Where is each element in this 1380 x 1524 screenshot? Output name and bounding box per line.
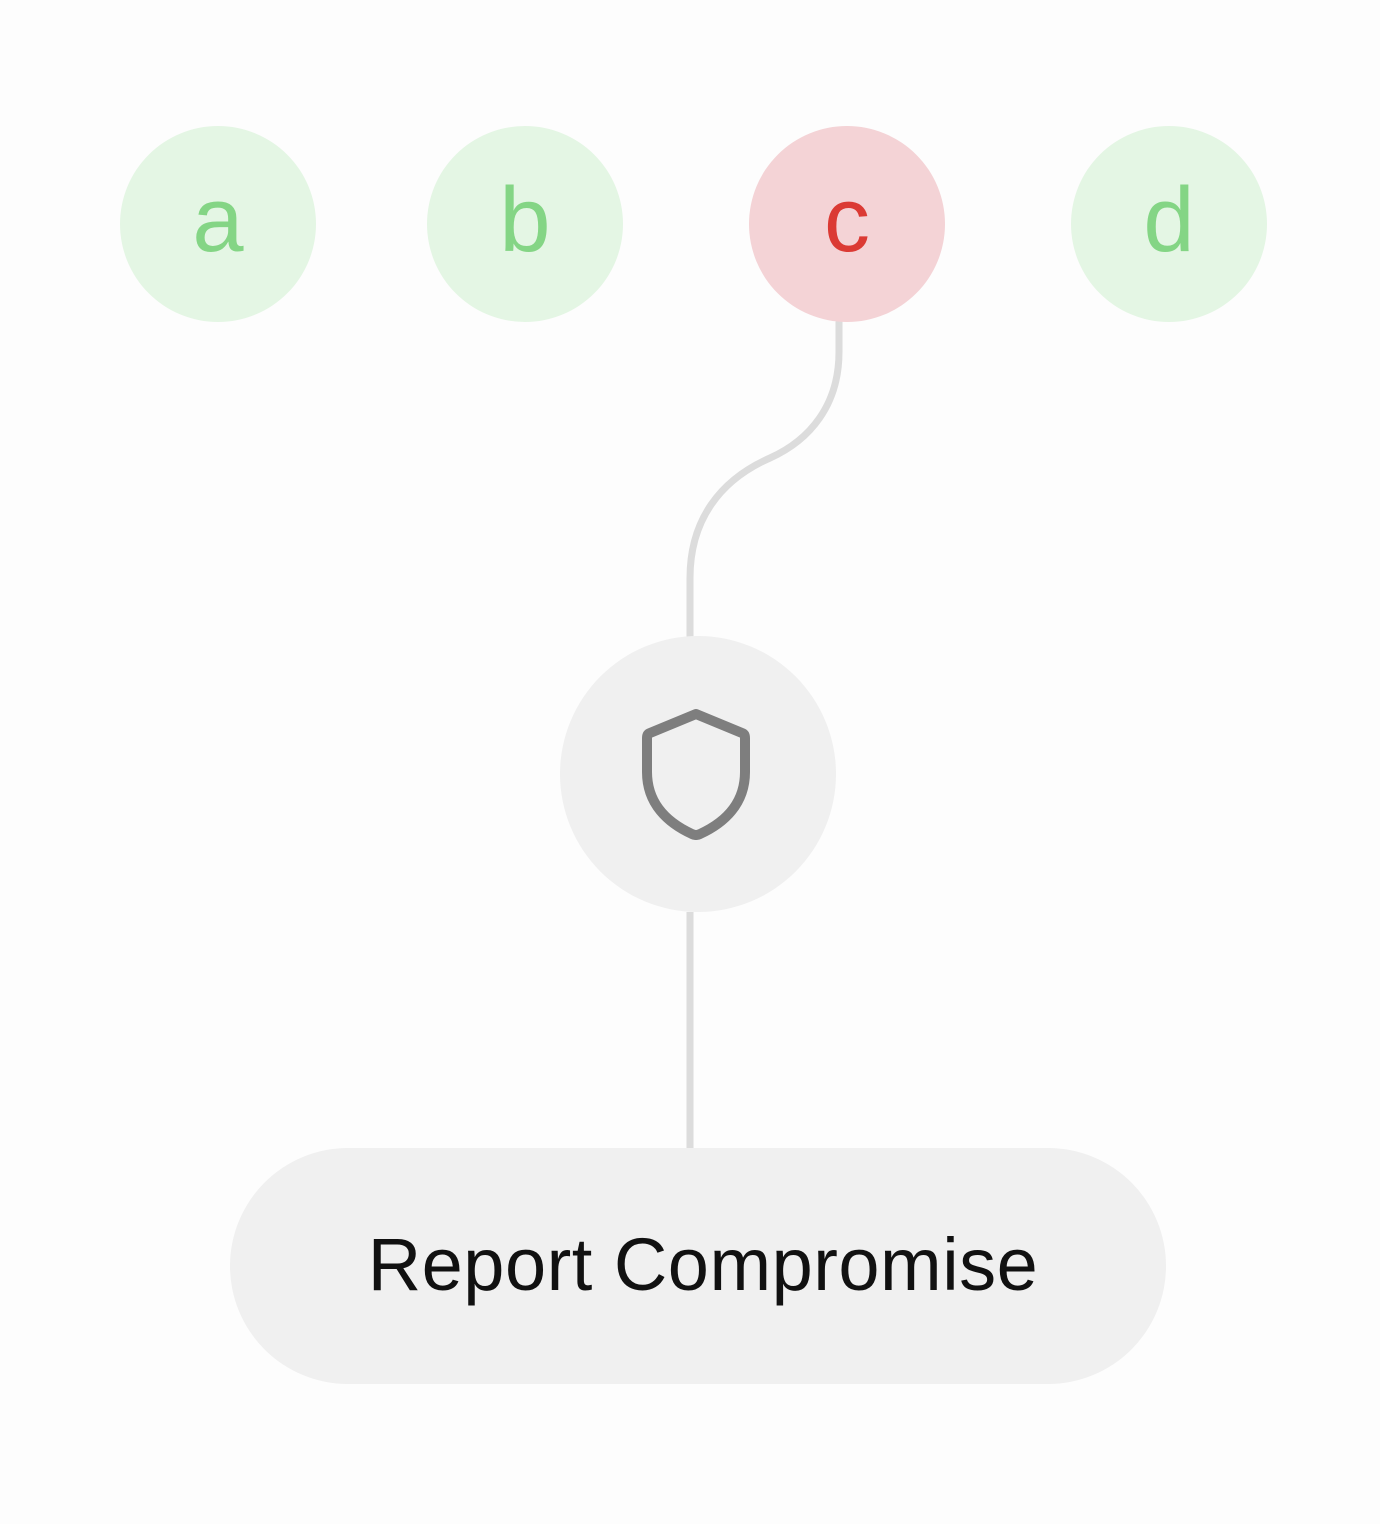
connector-c-to-shield (686, 318, 843, 640)
node-d-label: d (1143, 169, 1195, 271)
node-b[interactable]: b (427, 126, 623, 322)
node-a-label: a (192, 169, 244, 271)
report-compromise-label: Report Compromise (367, 1222, 1039, 1306)
node-b-label: b (499, 169, 551, 271)
node-a[interactable]: a (120, 126, 316, 322)
shield-icon (642, 709, 750, 840)
node-d[interactable]: d (1071, 126, 1267, 322)
shield-button[interactable] (560, 636, 836, 912)
node-c-compromised[interactable]: c (749, 126, 945, 322)
report-compromise-button[interactable]: Report Compromise (230, 1148, 1166, 1384)
node-c-label: c (824, 169, 870, 271)
